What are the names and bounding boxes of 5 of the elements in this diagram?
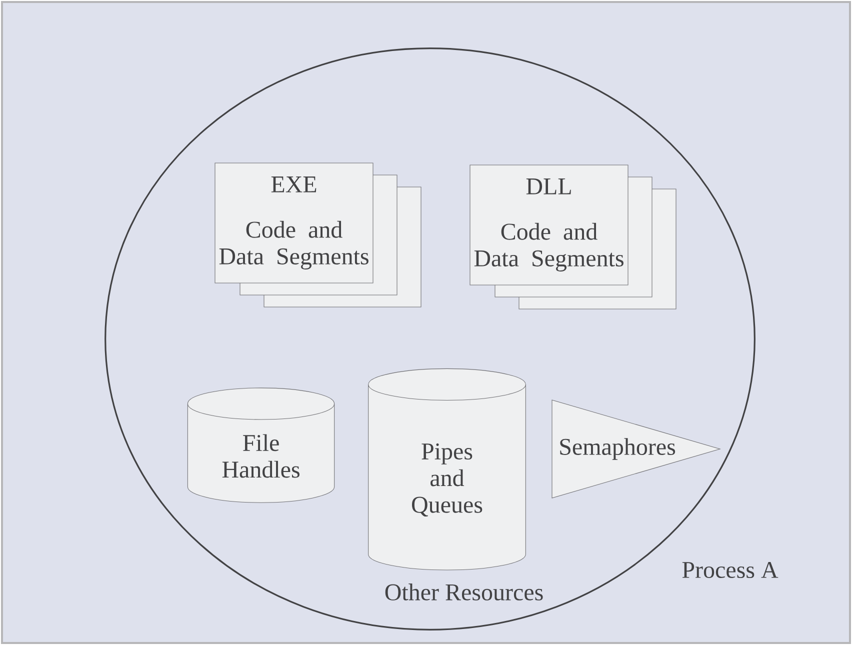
process-label: Process A [682,562,778,578]
cylinder: Pipes and Queues [368,368,526,570]
cylinder: File Handles [187,388,335,503]
page-stack: EXE Code and Data Segments [214,162,422,308]
page-stack: DLL Code and Data Segments [470,164,676,310]
